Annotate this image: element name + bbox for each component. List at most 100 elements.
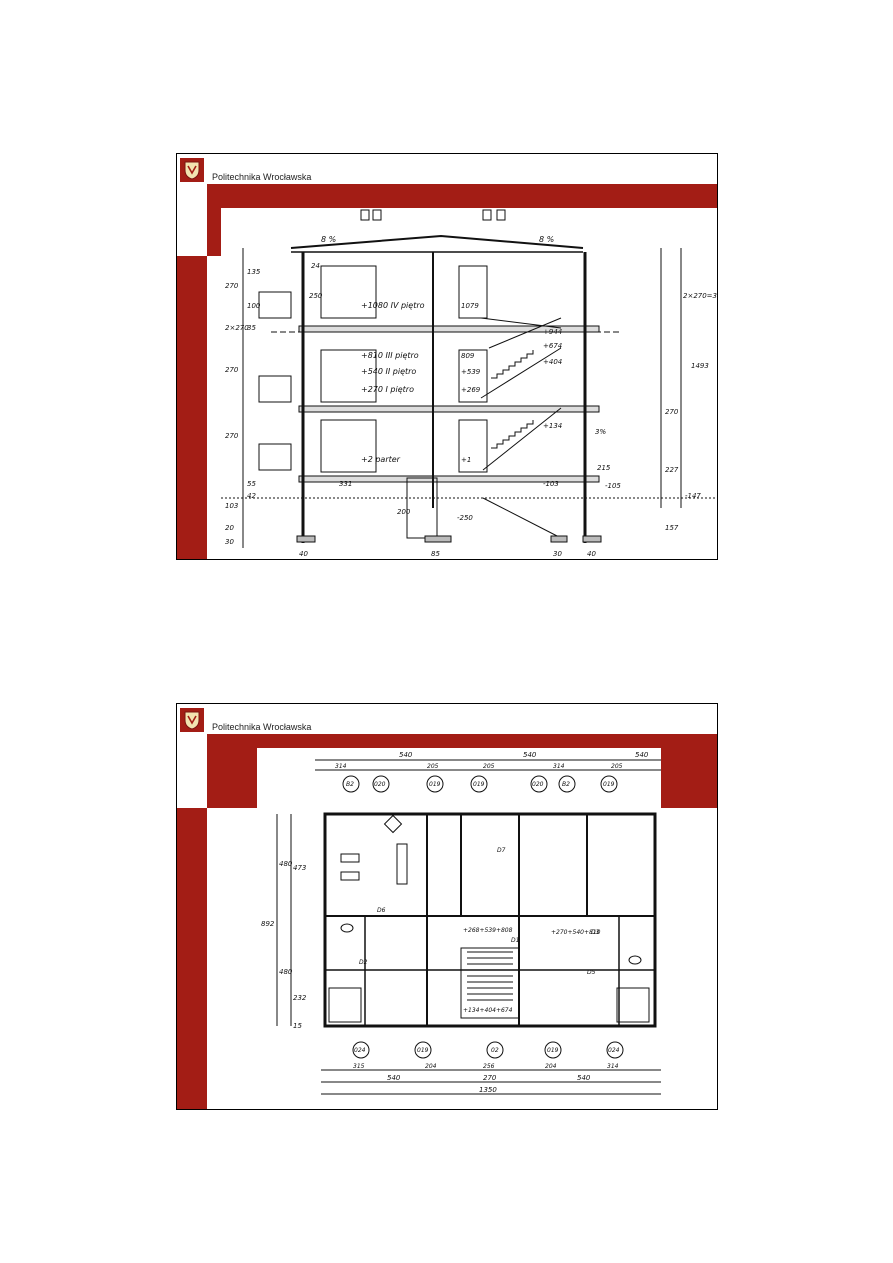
dim-label: 204 xyxy=(425,1063,437,1070)
dim-label: 270 xyxy=(225,282,239,290)
level-label: +944 xyxy=(543,328,562,336)
slope-left: 8 % xyxy=(321,235,336,244)
dim-label: 232 xyxy=(293,994,307,1002)
dim-label: 40 xyxy=(299,550,308,558)
dim-label: 35 xyxy=(247,324,256,332)
dim-label: 205 xyxy=(483,763,495,770)
dim-label: 250 xyxy=(309,292,323,300)
university-logo-icon xyxy=(180,158,204,182)
red-square xyxy=(207,208,221,256)
dim-label: 270 xyxy=(225,432,239,440)
slide-section: Politechnika Wrocławska 8 % 8 % xyxy=(176,153,718,560)
section-drawing: 8 % 8 % +108 xyxy=(221,208,717,559)
plan-drawing: 540 540 540 314 205 205 314 205 B2 020 0… xyxy=(257,748,661,1108)
axis-tag: 019 xyxy=(473,781,485,788)
dim-label: 85 xyxy=(431,550,440,558)
dim-label: 215 xyxy=(597,464,611,472)
slope-right: 8 % xyxy=(539,235,554,244)
level-label: -105 xyxy=(605,482,621,490)
dim-label: 314 xyxy=(607,1063,619,1070)
dim-label: 15 xyxy=(293,1022,302,1030)
level-label: -250 xyxy=(457,514,473,522)
level-label: -147 xyxy=(685,492,701,500)
axis-tag: 019 xyxy=(547,1047,559,1054)
dim-label: 270 xyxy=(483,1074,497,1082)
dim-label: 42 xyxy=(247,492,256,500)
dim-label: 20 xyxy=(225,524,234,532)
level-label: +134 xyxy=(543,422,562,430)
room-note: D5 xyxy=(587,969,596,976)
floor-label-0: +2 parter xyxy=(361,455,401,464)
dim-label: 540 xyxy=(577,1074,591,1082)
dim-label: 315 xyxy=(353,1063,365,1070)
dim-label: 2×270=397 xyxy=(683,292,717,300)
slide-header: Politechnika Wrocławska xyxy=(177,704,717,734)
floor-label-3: +810 III piętro xyxy=(361,351,419,360)
axis-tag: 019 xyxy=(429,781,441,788)
room-note: D6 xyxy=(377,907,386,914)
level-label: +539 xyxy=(461,368,481,376)
dim-label: 205 xyxy=(611,763,623,770)
level-label: +674 xyxy=(543,342,562,350)
level-label: 1079 xyxy=(461,302,479,310)
level-label: +1 xyxy=(461,456,471,464)
dim-label: 540 xyxy=(523,751,537,759)
total-dim-label: 1350 xyxy=(479,1086,497,1094)
floor-label-1: +270 I piętro xyxy=(361,385,414,394)
university-name: Politechnika Wrocławska xyxy=(212,722,312,732)
university-name: Politechnika Wrocławska xyxy=(212,172,312,182)
axis-tag: 024 xyxy=(608,1047,620,1054)
room-note: D7 xyxy=(497,847,506,854)
dim-label: 314 xyxy=(335,763,347,770)
axis-tag: 02 xyxy=(491,1047,499,1054)
dim-label: 540 xyxy=(387,1074,401,1082)
dim-label: 227 xyxy=(665,466,679,474)
axis-tag: B2 xyxy=(346,781,354,788)
dim-label: 540 xyxy=(399,751,413,759)
dim-label: 103 xyxy=(225,502,238,510)
dim-label: 30 xyxy=(225,538,234,546)
dim-label: 256 xyxy=(483,1063,495,1070)
level-label: -103 xyxy=(543,480,559,488)
dim-label: 30 xyxy=(553,550,562,558)
room-note: +270+540+810 xyxy=(551,929,601,936)
dim-label: 200 xyxy=(397,508,411,516)
dim-label: 55 xyxy=(247,480,256,488)
dim-label: 480 xyxy=(279,968,293,976)
dim-label: 480 xyxy=(279,860,293,868)
axis-tag: 019 xyxy=(603,781,615,788)
slope-canopy: 3% xyxy=(595,428,606,436)
level-label: +269 xyxy=(461,386,481,394)
dim-label: 157 xyxy=(665,524,679,532)
slide-header: Politechnika Wrocławska xyxy=(177,154,717,184)
dim-label: 473 xyxy=(293,864,306,872)
level-label: 809 xyxy=(461,352,475,360)
axis-tag: 020 xyxy=(532,781,544,788)
dim-label: 270 xyxy=(225,366,239,374)
dim-label: 892 xyxy=(261,920,275,928)
axis-tag: B2 xyxy=(562,781,570,788)
slide-plan: Politechnika Wrocławska 540 540 540 314 … xyxy=(176,703,718,1110)
level-label: +404 xyxy=(543,358,562,366)
room-note: D2 xyxy=(359,959,368,966)
dim-label: 314 xyxy=(553,763,565,770)
axis-tag: 024 xyxy=(354,1047,366,1054)
dim-label: 540 xyxy=(635,751,649,759)
red-left-bar xyxy=(177,808,207,1109)
dim-label: 24 xyxy=(311,262,320,270)
room-note: +268+539+808 xyxy=(463,927,513,934)
dim-label: 204 xyxy=(545,1063,557,1070)
dim-label: 100 xyxy=(247,302,261,310)
room-note: D3 xyxy=(591,929,600,936)
room-note: D1 xyxy=(511,937,519,944)
red-left-bar xyxy=(177,256,207,559)
dim-label: 1493 xyxy=(691,362,709,370)
axis-tag: 020 xyxy=(374,781,386,788)
room-note: +134+404+674 xyxy=(463,1007,513,1014)
red-band xyxy=(207,184,717,208)
dim-label: 205 xyxy=(427,763,439,770)
axis-tag: 019 xyxy=(417,1047,429,1054)
university-logo-icon xyxy=(180,708,204,732)
floor-label-2: +540 II piętro xyxy=(361,367,416,376)
dim-label: 270 xyxy=(665,408,679,416)
